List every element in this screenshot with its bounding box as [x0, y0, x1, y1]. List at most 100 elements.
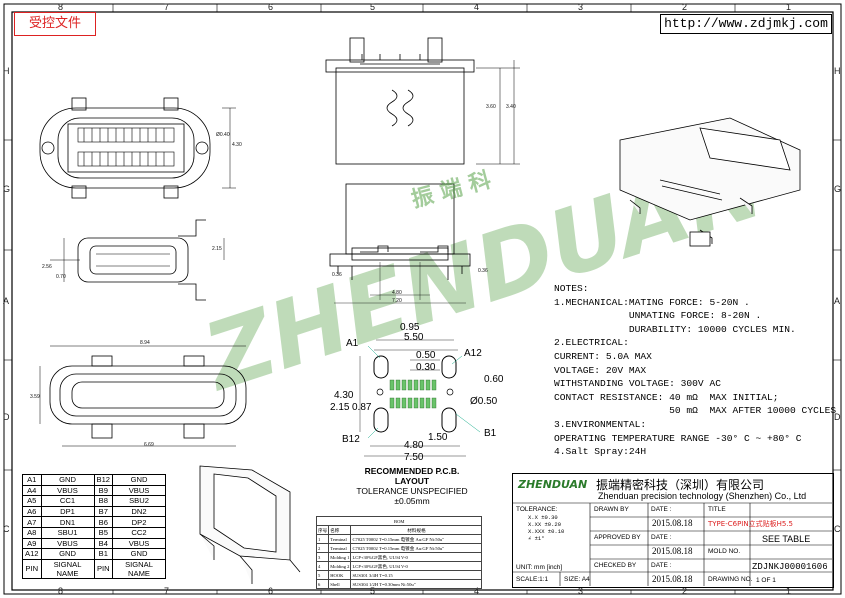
pcb-dim-0-60: 0.60 — [484, 374, 504, 385]
signal: SBU2 — [112, 495, 167, 507]
pcb-dim-2-15: 2.15 — [330, 402, 350, 413]
grid-top-3: 3 — [578, 2, 584, 12]
bom-col-name: 名称 — [328, 525, 352, 535]
top-view — [39, 97, 236, 199]
grid-left-a: A — [3, 296, 10, 306]
tolerance-4: ∠ ±1° — [528, 535, 545, 542]
pcb-pin-a1: A1 — [346, 338, 359, 349]
pcb-caption-tolerance: TOLERANCE UNSPECIFIED ±0.05mm — [356, 486, 468, 506]
pcb-dim-0-95: 0.95 — [400, 322, 420, 333]
pcb-dim-1-50: 1.50 — [428, 432, 448, 443]
bom-col-no: 序号 — [315, 525, 330, 535]
size: SIZE: A4 — [564, 576, 590, 583]
dim-6-69: 6.69 — [144, 442, 154, 448]
grid-bottom-2: 2 — [682, 586, 688, 596]
signal: VBUS — [40, 484, 95, 497]
dim-4-80: 4.80 — [392, 290, 402, 296]
drawing-no: ZDJNKJ00001606 — [752, 562, 828, 572]
dim-2-15-side: 2.15 — [212, 246, 222, 252]
pcb-dim-0-30: 0.30 — [416, 362, 436, 373]
bom-col-spec: 材料规格 — [350, 525, 483, 535]
grid-bottom-7: 7 — [164, 586, 170, 596]
title-block-lines — [512, 502, 832, 586]
date-2: 2015.08.18 — [652, 546, 693, 556]
signal: DN1 — [40, 516, 95, 528]
company-url[interactable]: http://www.zdjmkj.com — [660, 14, 832, 34]
iso-view-bottom — [199, 465, 301, 584]
pin: B1 — [93, 548, 114, 560]
bom-no: 3 — [315, 552, 330, 562]
bom-name: Molding 2 — [328, 561, 352, 571]
approved-by-label: APPROVED BY — [594, 534, 641, 541]
bom-no: 4 — [315, 561, 330, 571]
pin: B6 — [93, 516, 114, 528]
company-name-en: Zhenduan precision technology (Shenzhen)… — [598, 491, 807, 501]
bom-no: 1 — [315, 534, 330, 544]
drawing-title: TYPE-C6PIN立式贴板H5.5 — [708, 520, 793, 528]
pcb-caption-title: RECOMMENDED P.C.B. LAYOUT — [364, 466, 460, 486]
mid-view — [329, 183, 471, 304]
dim-0-36-right: 0.36 — [478, 268, 488, 274]
mold-no-label: MOLD NO. — [708, 548, 741, 555]
pin: A7 — [22, 516, 42, 528]
col-pin: PIN — [93, 558, 114, 579]
grid-top-4: 4 — [474, 2, 480, 12]
bom-spec: LCP+30%GF黑色, UL94 V-0 — [350, 561, 483, 571]
bom-spec: LCP+30%GF黑色, UL94 V-0 — [350, 552, 483, 562]
dim-3-59: 3.59 — [30, 394, 40, 400]
grid-top-6: 6 — [268, 2, 274, 12]
bom-name: Shell — [328, 579, 352, 589]
col-pin: PIN — [22, 558, 42, 579]
bom-no: 6 — [315, 579, 330, 589]
tolerance-2: X.XX ±0.20 — [528, 521, 562, 528]
bom-no: 5 — [315, 570, 330, 580]
pin: B7 — [93, 505, 114, 518]
bom-name: Terminal — [328, 543, 352, 553]
company-logo: ZHENDUAN — [518, 478, 588, 491]
pin: A8 — [22, 526, 42, 539]
see-table: SEE TABLE — [762, 534, 811, 544]
pin: B9 — [93, 484, 114, 497]
signal: CC2 — [112, 526, 167, 539]
signal: GND — [40, 474, 95, 486]
dim-3-60: 3.60 — [486, 104, 496, 110]
pcb-dim-7-50: 7.50 — [404, 452, 424, 463]
grid-bottom-4: 4 — [474, 586, 480, 596]
col-signal: SIGNAL NAME — [40, 558, 95, 579]
date-label-2: DATE : — [651, 534, 672, 541]
scale: SCALE:1:1 — [516, 576, 549, 583]
front-view — [325, 37, 520, 165]
signal: CC1 — [40, 495, 95, 507]
pin: B12 — [93, 474, 114, 486]
bom-title: BOM — [315, 516, 483, 526]
side-view — [50, 219, 225, 301]
pin: A1 — [22, 474, 42, 486]
tolerance-label: TOLERANCE: — [516, 506, 558, 513]
pcb-dim-4-30: 4.30 — [334, 390, 354, 401]
tolerance-3: X.XXX ±0.10 — [528, 528, 565, 535]
signal: DP2 — [112, 516, 167, 528]
grid-left-d: D — [3, 412, 10, 422]
grid-left-c: C — [3, 524, 10, 534]
unit-label: UNIT: mm [inch] — [516, 564, 563, 571]
iso-view-top — [619, 117, 801, 247]
bom-name: HOOK — [328, 570, 352, 580]
tolerance-1: X.X ±0.30 — [528, 514, 558, 521]
grid-top-8: 8 — [58, 2, 64, 12]
grid-bottom-6: 6 — [268, 586, 274, 596]
drawn-by-label: DRAWN BY — [594, 506, 629, 513]
pcb-layout — [359, 339, 481, 457]
inner-border — [11, 11, 834, 591]
